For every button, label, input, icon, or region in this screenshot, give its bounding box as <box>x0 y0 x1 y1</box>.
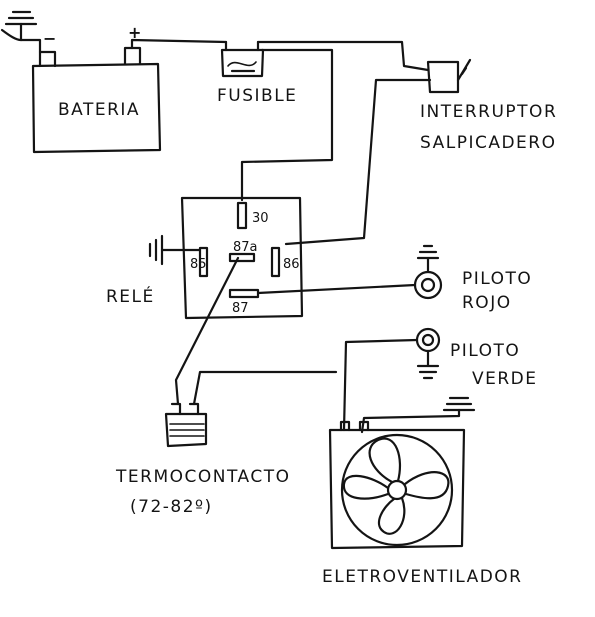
wire-thermo-fan <box>192 370 338 406</box>
relay: 30 85 87a 86 87 RELÉ <box>106 196 304 320</box>
battery-negative-sign: − <box>43 29 56 48</box>
red-pilot-lamp: PILOTO ROJO <box>413 244 532 313</box>
thermo-switch-label-line2: (72-82º) <box>130 497 213 517</box>
thermo-switch-label-line1: TERMOCONTACTO <box>115 467 290 487</box>
green-pilot-label-line1: PILOTO <box>450 341 520 361</box>
pin-85-label: 85 <box>190 257 207 272</box>
green-pilot-lamp: PILOTO VERDE <box>415 327 538 389</box>
fuse-label: FUSIBLE <box>217 86 297 106</box>
wire-fuse-switch <box>256 40 430 72</box>
pin-87a-label: 87a <box>233 240 258 255</box>
red-pilot-label-line1: PILOTO <box>462 269 532 289</box>
ground-symbol-battery <box>0 10 38 42</box>
pin-86-label: 86 <box>283 257 300 272</box>
wire-relay87a-thermo <box>174 256 240 406</box>
battery-positive-sign: + <box>128 23 141 42</box>
wire-battery-fuse <box>130 38 228 50</box>
wire-ground-battery <box>19 38 42 54</box>
pin-87-label: 87 <box>232 301 249 316</box>
wire-relay87-red-pilot <box>256 283 417 295</box>
ground-symbol-fan <box>360 396 476 434</box>
thermo-switch: TERMOCONTACTO (72-82º) <box>115 402 290 517</box>
green-pilot-label-line2: VERDE <box>472 369 538 389</box>
wire-fuse-relay30 <box>240 48 334 202</box>
electric-fan: ELETROVENTILADOR <box>322 420 523 587</box>
fuse: FUSIBLE <box>217 40 297 106</box>
wire-switch-relay86 <box>284 78 432 246</box>
fan-blade-left <box>342 474 390 500</box>
wire-green-pilot-fan <box>342 338 419 432</box>
dashboard-switch: INTERRUPTOR SALPICADERO <box>420 58 557 153</box>
switch-label-line1: INTERRUPTOR <box>420 102 557 122</box>
fan-blade-top <box>368 437 402 484</box>
ground-symbol-relay <box>148 234 202 266</box>
battery: − + BATERIA <box>31 23 162 154</box>
switch-label-line2: SALPICADERO <box>420 133 557 153</box>
red-pilot-label-line2: ROJO <box>462 293 512 313</box>
fan-blade-bottom <box>377 496 406 535</box>
pin-30-label: 30 <box>252 211 269 226</box>
fan-blade-right <box>403 471 450 500</box>
relay-label: RELÉ <box>106 285 155 307</box>
fan-label: ELETROVENTILADOR <box>322 567 523 587</box>
battery-label: BATERIA <box>58 100 140 120</box>
